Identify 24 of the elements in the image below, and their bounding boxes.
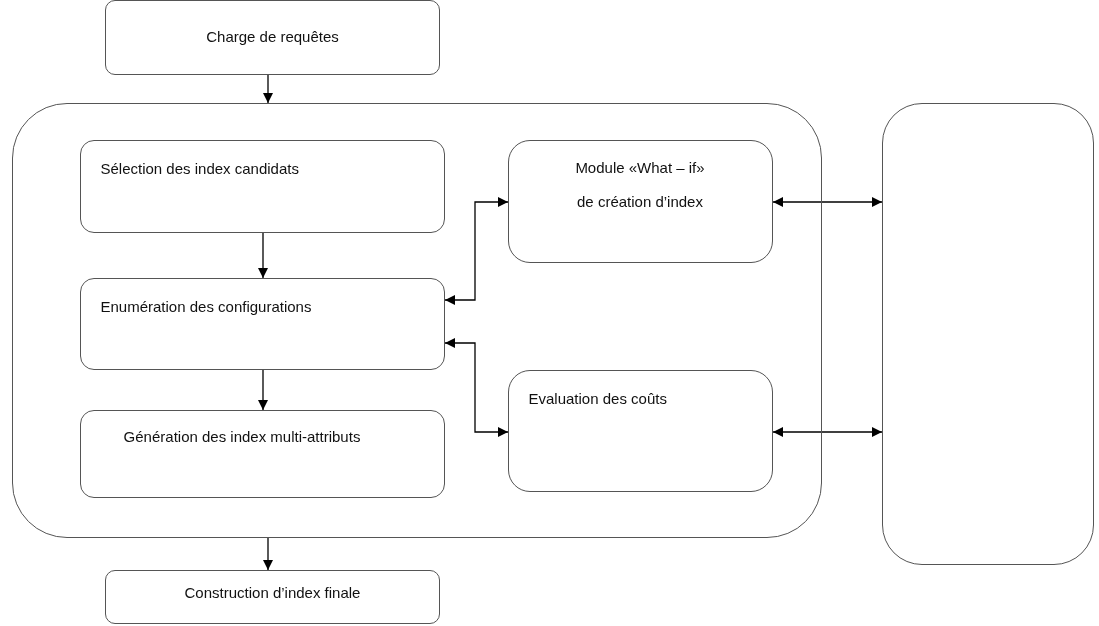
arrow <box>262 537 274 571</box>
arrow <box>257 232 269 279</box>
box-label: Construction d’index finale <box>183 583 362 603</box>
container-box <box>882 103 1094 565</box>
box-label: Charge de requêtes <box>205 27 340 47</box>
box-label: Evaluation des coûts <box>528 388 667 409</box>
process-box <box>507 369 773 492</box>
arrow <box>444 337 509 438</box>
arrow <box>772 196 883 208</box>
box-label: Génération des index multi-attributs <box>122 426 362 447</box>
arrow <box>257 369 269 411</box>
arrow <box>772 426 883 438</box>
process-box <box>79 139 445 233</box>
process-box <box>79 277 445 370</box>
container-box <box>12 103 822 538</box>
box-label: Module «What – if» de création d’index <box>574 157 706 212</box>
process-box <box>105 0 440 75</box>
box-label: Sélection des index candidats <box>100 158 299 179</box>
arrow <box>444 196 509 306</box>
arrow <box>262 74 274 104</box>
process-box <box>79 409 445 498</box>
process-box <box>507 139 773 263</box>
process-box <box>105 570 440 624</box>
box-label: Enumération des configurations <box>100 296 312 317</box>
